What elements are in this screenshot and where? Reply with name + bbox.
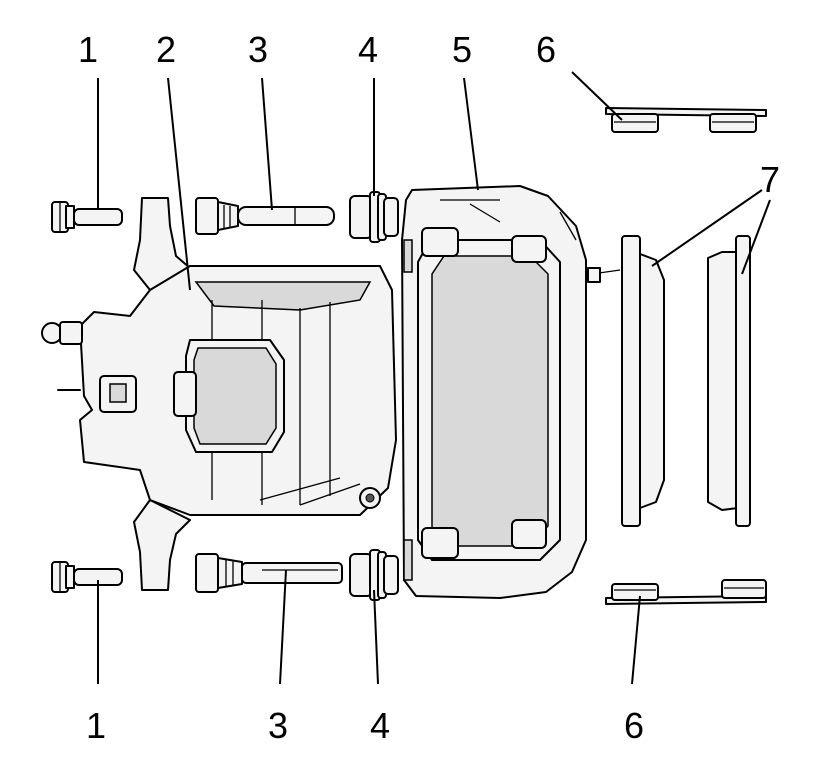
callout-5: 5 (452, 29, 472, 70)
leader-6-top (571, 71, 623, 121)
brake-pad-outer-icon (707, 235, 751, 527)
callout-3-bottom: 3 (268, 705, 288, 746)
bolt-top-icon (51, 201, 123, 233)
pin-boot-top-icon (349, 191, 399, 243)
callout-1-bottom: 1 (86, 705, 106, 746)
leader-3-top (261, 77, 273, 211)
guide-pin-top-icon (195, 197, 335, 235)
leader-5 (463, 77, 479, 191)
caliper-bracket-icon (41, 197, 397, 591)
callout-6-top: 6 (536, 29, 556, 70)
pad-clip-bottom-icon (605, 579, 767, 605)
leader-4-bottom (373, 589, 379, 685)
callout-2: 2 (156, 29, 176, 70)
leader-3-bottom (279, 569, 287, 685)
leader-6-bottom (631, 595, 641, 685)
leader-7a (651, 189, 763, 267)
callout-6-bottom: 6 (624, 705, 644, 746)
callout-4-bottom: 4 (370, 705, 390, 746)
caliper-housing-icon (401, 185, 587, 599)
callout-4-top: 4 (358, 29, 378, 70)
callout-3-top: 3 (248, 29, 268, 70)
pad-clip-top-icon (605, 107, 767, 133)
guide-pin-bottom-icon (195, 553, 343, 593)
brake-pad-inner-icon (587, 235, 665, 527)
callout-1-top: 1 (78, 29, 98, 70)
leader-2 (167, 77, 191, 291)
callout-7: 7 (760, 159, 780, 200)
bolt-bottom-icon (51, 561, 123, 593)
leader-7b (741, 199, 771, 275)
